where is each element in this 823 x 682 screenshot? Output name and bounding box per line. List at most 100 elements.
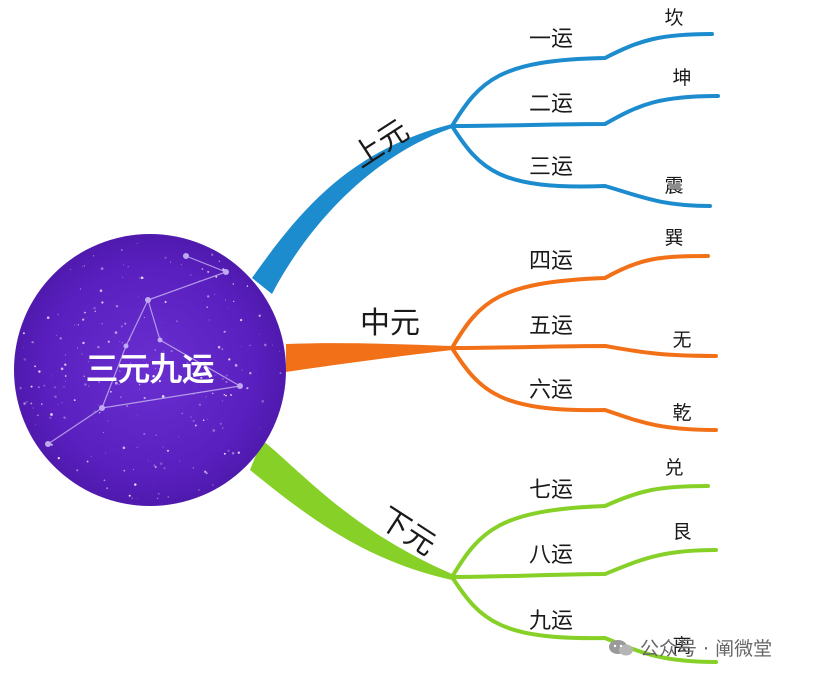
star bbox=[93, 410, 96, 413]
star bbox=[205, 396, 207, 398]
star bbox=[229, 393, 233, 397]
branch-lower-sub-3-label: 九运 bbox=[529, 609, 573, 634]
star bbox=[30, 402, 33, 405]
star bbox=[34, 365, 37, 368]
star bbox=[63, 386, 65, 388]
star bbox=[57, 313, 59, 316]
branch-middle-trunk bbox=[286, 343, 452, 372]
branch-middle: 中元 四运 五运 六运 巽 无 乾 bbox=[286, 227, 718, 432]
star bbox=[31, 341, 33, 343]
star bbox=[181, 412, 183, 414]
star bbox=[127, 266, 129, 268]
star bbox=[161, 395, 165, 398]
star bbox=[90, 456, 92, 458]
star bbox=[154, 466, 157, 469]
branch-middle-sub-2-label: 五运 bbox=[529, 314, 573, 339]
star bbox=[198, 403, 202, 406]
star bbox=[271, 344, 273, 346]
star bbox=[145, 363, 148, 365]
star bbox=[207, 295, 210, 298]
branch-middle-label: 中元 bbox=[360, 306, 420, 341]
star bbox=[60, 367, 64, 371]
branch-lower-leaf-2: 艮 bbox=[672, 521, 691, 543]
star bbox=[123, 264, 124, 266]
star bbox=[150, 461, 152, 463]
star bbox=[219, 422, 222, 425]
star bbox=[23, 347, 25, 348]
star bbox=[159, 462, 163, 465]
star bbox=[23, 402, 26, 405]
star bbox=[227, 449, 230, 453]
wechat-icon bbox=[609, 639, 633, 655]
branch-upper-sub-1-line bbox=[450, 32, 714, 128]
star bbox=[241, 345, 242, 347]
star bbox=[25, 400, 28, 403]
star bbox=[249, 372, 252, 375]
branch-upper-trunk bbox=[252, 124, 452, 294]
star bbox=[157, 497, 159, 499]
branch-lower-trunk bbox=[250, 440, 452, 580]
star bbox=[123, 469, 126, 472]
branch-lower-sub-1-label: 七运 bbox=[529, 478, 573, 503]
star bbox=[35, 423, 37, 425]
branch-upper-leaf-3: 震 bbox=[664, 175, 683, 197]
star bbox=[258, 334, 260, 336]
star bbox=[225, 381, 228, 383]
branch-lower: 下元 七运 八运 九运 兑 艮 离 bbox=[250, 440, 718, 664]
star bbox=[233, 300, 235, 303]
star bbox=[114, 331, 118, 334]
star bbox=[139, 388, 140, 390]
branch-upper-sub-2-label: 二运 bbox=[529, 92, 573, 117]
star bbox=[143, 432, 146, 436]
star bbox=[65, 381, 67, 383]
star bbox=[158, 379, 162, 383]
star bbox=[134, 483, 137, 486]
star bbox=[212, 429, 216, 432]
star bbox=[94, 310, 96, 312]
star bbox=[206, 418, 208, 420]
star bbox=[153, 464, 156, 467]
star bbox=[131, 497, 134, 499]
star bbox=[198, 489, 200, 491]
star bbox=[130, 362, 132, 364]
star bbox=[215, 275, 218, 278]
star bbox=[162, 446, 164, 448]
center-node-label: 三元九运 bbox=[86, 350, 214, 388]
star bbox=[101, 301, 104, 304]
star bbox=[225, 374, 228, 377]
star bbox=[109, 390, 112, 393]
star bbox=[263, 343, 267, 347]
star bbox=[152, 374, 155, 378]
branch-middle-leaf-2: 无 bbox=[672, 329, 691, 351]
star bbox=[189, 274, 192, 276]
star bbox=[163, 467, 166, 470]
star bbox=[82, 341, 85, 345]
star bbox=[120, 396, 122, 398]
star bbox=[54, 395, 57, 398]
star bbox=[84, 311, 86, 314]
branch-lower-leaf-1: 兑 bbox=[664, 457, 683, 479]
star bbox=[170, 350, 173, 353]
star bbox=[190, 416, 192, 418]
star bbox=[81, 353, 83, 355]
star bbox=[115, 305, 119, 308]
star bbox=[97, 404, 100, 406]
watermark-text: 公众号 · 阐微堂 bbox=[640, 638, 773, 660]
star bbox=[154, 349, 157, 351]
branch-lower-sub-2-line bbox=[450, 548, 718, 579]
star bbox=[107, 420, 109, 422]
star bbox=[88, 385, 90, 387]
star bbox=[113, 496, 114, 498]
star bbox=[77, 324, 80, 326]
branch-upper-sub-1-label: 一运 bbox=[529, 27, 573, 52]
star bbox=[136, 446, 138, 448]
star bbox=[74, 324, 76, 326]
branch-lower-sub-2-label: 八运 bbox=[529, 543, 573, 568]
star bbox=[143, 396, 146, 400]
star bbox=[97, 345, 100, 349]
star bbox=[241, 369, 243, 371]
star bbox=[50, 375, 52, 377]
star bbox=[192, 419, 195, 423]
branch-middle-sub-3-label: 六运 bbox=[529, 378, 573, 403]
